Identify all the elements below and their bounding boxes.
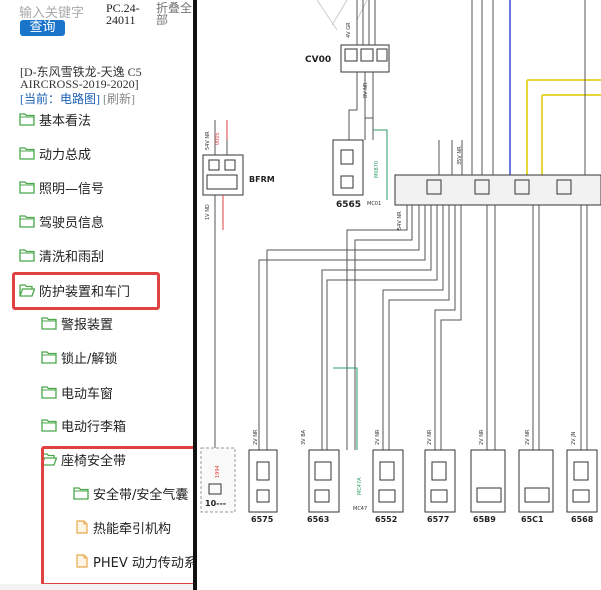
wire-label: 3V BA (301, 429, 307, 445)
component-label: 65C1 (521, 515, 544, 524)
folder-icon (19, 113, 35, 126)
wire-label: MC47A (357, 477, 363, 495)
tree-item-label: 动力总成 (39, 147, 92, 163)
wire-label: 35V NR (457, 146, 463, 165)
wire-label: 1V ND (205, 204, 211, 220)
ground-label: MC01 (367, 201, 381, 207)
component-6568: 6568 2V JN (566, 431, 598, 524)
tree-item-wash-wipe[interactable]: 清洗和雨刮 (19, 244, 104, 266)
tree-item-label: 锁止/解锁 (61, 351, 118, 367)
component-label: 65B9 (473, 515, 496, 524)
wire-label: 2V NR (253, 429, 259, 445)
tree-item-seat-belt[interactable]: 座椅安全带 (41, 448, 126, 470)
folder-icon (19, 215, 35, 228)
tree-item-label: 清洗和雨刮 (39, 249, 105, 265)
tree-item-alarm[interactable]: 警报装置 (41, 312, 113, 334)
scroll-edge (0, 584, 193, 590)
wire-label: M0870 (374, 161, 380, 178)
tree-item-label: 电动行李箱 (61, 419, 127, 435)
tree-item-label: 防护装置和车门 (39, 284, 131, 300)
component-6563: 6563 3V BA (301, 429, 340, 524)
wire-label: 8V NR (363, 82, 369, 98)
document-icon (76, 554, 88, 568)
tree-item-label: 照明—信号 (39, 181, 105, 197)
tree-item-belt-airbag[interactable]: 安全带/安全气囊 (73, 482, 193, 504)
document-icon (76, 520, 88, 534)
component-65c1: 65C1 2V NR (518, 429, 554, 524)
fuse-label: 10--- (205, 499, 226, 508)
wire-label: 2V NR (427, 429, 433, 445)
tree-item-label: PHEV 动力传动系统 (93, 555, 193, 571)
wire-id: 0005 (215, 132, 221, 145)
folder-icon (19, 147, 35, 160)
wire-label: 4V GR (346, 22, 352, 38)
folder-open-icon (19, 284, 35, 297)
component-6577: 6577 2V NR (424, 429, 456, 524)
sidebar: 查询 PC.24-24011 折叠全部 [D-东风雪铁龙-天逸 C5 AIRCR… (0, 0, 193, 590)
tree-item-basic[interactable]: 基本看法 (19, 108, 91, 130)
tree-item-powertrain[interactable]: 动力总成 (19, 142, 91, 164)
panel-divider[interactable] (193, 0, 197, 590)
document-code: PC.24-24011 (106, 1, 140, 27)
tree-item-label: 安全带/安全气囊 (93, 487, 189, 503)
component-label: 6575 (251, 515, 274, 524)
wire-label: 54V NR (205, 131, 211, 150)
tree-item-label: 电动车窗 (61, 386, 114, 402)
wiring-diagram: CV00 4V GR 8V NR 6565 M0870 MC01 BFRM 54… (197, 0, 601, 590)
tree-item-label: 热能牵引机构 (93, 521, 172, 537)
wire-label: 54V NR (397, 211, 403, 230)
collapse-all-link[interactable]: 折叠全部 (156, 2, 193, 26)
component-6552: 6552 2V NR (372, 429, 404, 524)
component-label: MC47 (353, 506, 367, 512)
folder-icon (19, 181, 35, 194)
tree-item-thermal-traction[interactable]: 热能牵引机构 (76, 516, 193, 538)
tree-item-driver-info[interactable]: 驾驶员信息 (19, 210, 104, 232)
tree-item-label: 座椅安全带 (61, 453, 127, 469)
search-input[interactable] (19, 5, 99, 21)
bfrm-label: BFRM (249, 175, 275, 184)
tree-item-phev-powertrain[interactable]: PHEV 动力传动系统 (76, 550, 193, 572)
tree-item-power-trunk[interactable]: 电动行李箱 (41, 414, 126, 436)
component-label: 6563 (307, 515, 329, 524)
folder-icon (73, 487, 89, 500)
tree-item-lighting[interactable]: 照明—信号 (19, 176, 104, 198)
refresh-link[interactable]: [刷新] (103, 92, 135, 106)
wire-label: 2V NR (375, 429, 381, 445)
folder-icon (41, 351, 57, 364)
component-label: 6577 (427, 515, 449, 524)
tree-item-power-windows[interactable]: 电动车窗 (41, 381, 113, 403)
tree-item-label: 基本看法 (39, 113, 92, 129)
tree-item-lock-unlock[interactable]: 锁止/解锁 (41, 346, 117, 368)
folder-icon (19, 249, 35, 262)
component-6565-label: 6565 (336, 200, 361, 210)
current-view-label: [当前：电路图] (20, 92, 100, 106)
folder-icon (41, 419, 57, 432)
wire-label: 2V JN (571, 431, 577, 445)
wire-label: 2V NR (479, 429, 485, 445)
wire-label: 2V NR (525, 429, 531, 445)
component-65b9: 65B9 2V NR (470, 429, 506, 524)
tree-item-label: 驾驶员信息 (39, 215, 105, 231)
tree-item-protection-doors[interactable]: 防护装置和车门 (19, 279, 130, 301)
wiring-diagram-canvas: CV00 4V GR 8V NR 6565 M0870 MC01 BFRM 54… (200, 0, 601, 524)
component-mc47: MC47A MC47 (353, 477, 367, 512)
tree-item-label: 警报装置 (61, 317, 114, 333)
query-button[interactable]: 查询 (20, 20, 65, 36)
folder-icon (41, 317, 57, 330)
component-6575: 6575 2V NR (248, 429, 278, 524)
cv00-label: CV00 (305, 55, 331, 65)
wire-id: 1994 (215, 465, 221, 478)
component-label: 6568 (571, 515, 594, 524)
folder-icon (41, 386, 57, 399)
current-view-line: [当前：电路图] [刷新] (20, 90, 135, 107)
vehicle-title: [D-东风雪铁龙-天逸 C5 AIRCROSS-2019-2020] (20, 65, 142, 91)
component-label: 6552 (375, 515, 397, 524)
folder-open-icon (41, 453, 57, 466)
